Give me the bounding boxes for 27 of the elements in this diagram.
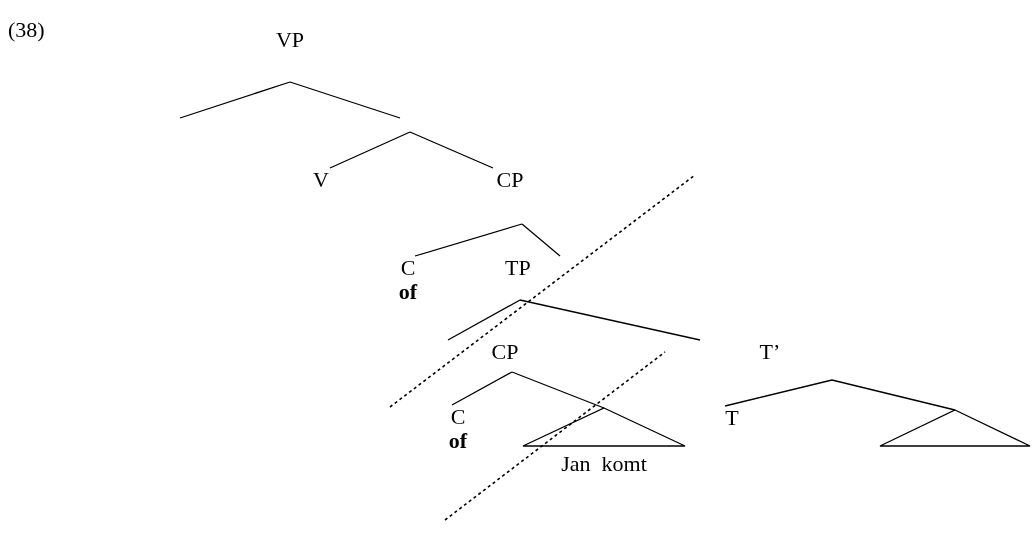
tree-branch (521, 223, 561, 257)
triangle-shape (523, 408, 685, 446)
category-label: VP (275, 28, 305, 52)
triangle-shape (880, 410, 1030, 446)
tree-branch (447, 299, 521, 341)
tree-branch (179, 81, 291, 119)
tree-branch (289, 81, 401, 119)
phrase-label: Jan komt (561, 452, 647, 476)
word-label: of (398, 280, 418, 304)
tree-branch (724, 379, 833, 407)
word-label: of (448, 429, 468, 453)
category-label: T (725, 406, 739, 430)
example-number: (38) (8, 18, 45, 42)
tree-branch (831, 379, 956, 411)
tree-branch (409, 131, 494, 169)
tree-branch (519, 299, 701, 341)
tree-branch (329, 131, 411, 169)
tree-branch (511, 371, 605, 409)
category-label: C (450, 405, 466, 429)
category-label: CP (496, 168, 524, 192)
tree-branch (451, 371, 513, 406)
tree-branch (414, 223, 523, 257)
category-label: CP (491, 340, 519, 364)
category-label: V (313, 168, 329, 192)
category-label: T’ (759, 340, 781, 364)
category-label: C (400, 256, 416, 280)
category-label: TP (505, 256, 531, 280)
